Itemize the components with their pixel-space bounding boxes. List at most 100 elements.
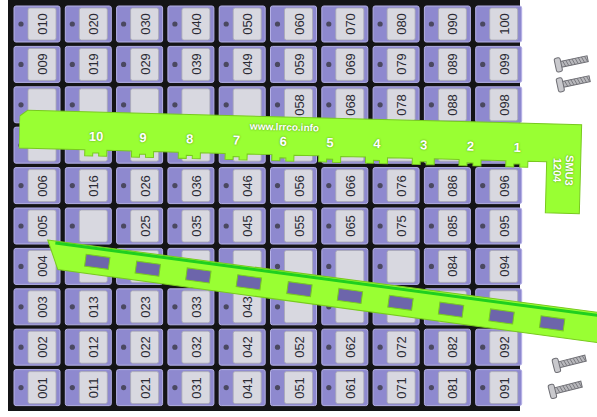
tile-number: 060 [292,13,305,35]
tile [14,46,60,82]
tile [271,329,317,365]
tile-body [322,168,368,204]
tile-number: 006 [36,175,49,197]
tile [168,6,214,42]
tile [424,208,470,244]
tile-number: 100 [497,13,510,35]
tile-label-panel [131,331,159,363]
tile-number: 072 [395,336,408,358]
screw [552,351,587,373]
tile [219,46,265,82]
tile-dot [378,102,383,107]
tile-label-panel [28,48,56,80]
tile-dot [480,102,485,107]
tile [117,46,163,82]
tile-dot [429,102,434,107]
tile-label-panel [387,372,415,404]
screw-head [554,57,563,72]
tile-label-panel [28,210,56,242]
tile [14,168,60,204]
tile-number: 058 [292,94,305,116]
tile-label-panel [336,170,364,202]
tile [65,46,111,82]
tile-number: 069 [343,54,356,76]
tile-dot [70,223,75,228]
scale-number: 3 [420,138,428,152]
strip-holes [85,254,565,331]
tile-label-panel [233,48,261,80]
tile-number: 061 [343,377,356,399]
tile-number: 033 [189,296,202,318]
tile [373,248,419,284]
tile-label-panel [387,331,415,363]
thread-line [566,384,569,390]
tile-number: 090 [446,13,459,35]
tile-number: 049 [241,54,254,76]
tile [14,370,60,406]
tile-number: 062 [343,336,356,358]
strip-outline [18,110,582,214]
tile-number: 016 [87,175,100,197]
thread-line [576,357,579,363]
tile-dot [326,345,331,350]
tile-body [476,87,522,123]
tile-dot [480,264,485,269]
tile-body [476,46,522,82]
tile [322,6,368,42]
tile-dot [224,102,229,107]
tile [476,46,522,82]
tile-label-panel [233,170,261,202]
tile [424,168,470,204]
tile-number: 003 [36,296,49,318]
tile-dot [480,21,485,26]
tile-label-panel [79,8,107,40]
tile [219,168,265,204]
tile-number: 046 [241,175,254,197]
tile-body [65,289,111,325]
tile [424,329,470,365]
tile-dot [18,102,23,107]
tile-body [168,289,214,325]
tile-number: 089 [446,54,459,76]
tile [219,370,265,406]
tile [424,46,470,82]
tile-number: 052 [292,336,305,358]
tile-body [168,329,214,365]
tile-body [219,329,265,365]
screw-shaft [558,355,587,368]
tile [322,87,368,123]
tile-number: 041 [241,377,254,399]
tile-number: 055 [292,215,305,237]
tile-label-panel [233,372,261,404]
thread-line [583,77,586,83]
tile-body [271,329,317,365]
tile [168,370,214,406]
tile-number: 009 [36,54,49,76]
tile [117,208,163,244]
tile-number: 040 [189,13,202,35]
tile [373,329,419,365]
strip-hole [135,261,160,276]
tile-body [168,370,214,406]
tile-label-panel [438,210,466,242]
screws-bottom [548,351,587,399]
scale-number: 10 [89,130,104,145]
screw-head [556,77,565,92]
strip-hole [539,316,564,331]
tile [117,168,163,204]
tile-dot [480,62,485,67]
thread-line [567,359,570,365]
tile [476,248,522,284]
lower-strip [44,238,597,343]
scale-number: 2 [467,140,475,154]
thread-line [563,61,566,67]
tile-dot [378,264,383,269]
tile [476,6,522,42]
tile-number: 026 [138,175,151,197]
thread-line [570,358,573,364]
tile-number: 079 [395,54,408,76]
tile-dot [275,183,280,188]
tile-dot [429,345,434,350]
tile-number: 029 [138,54,151,76]
tile-body [219,168,265,204]
